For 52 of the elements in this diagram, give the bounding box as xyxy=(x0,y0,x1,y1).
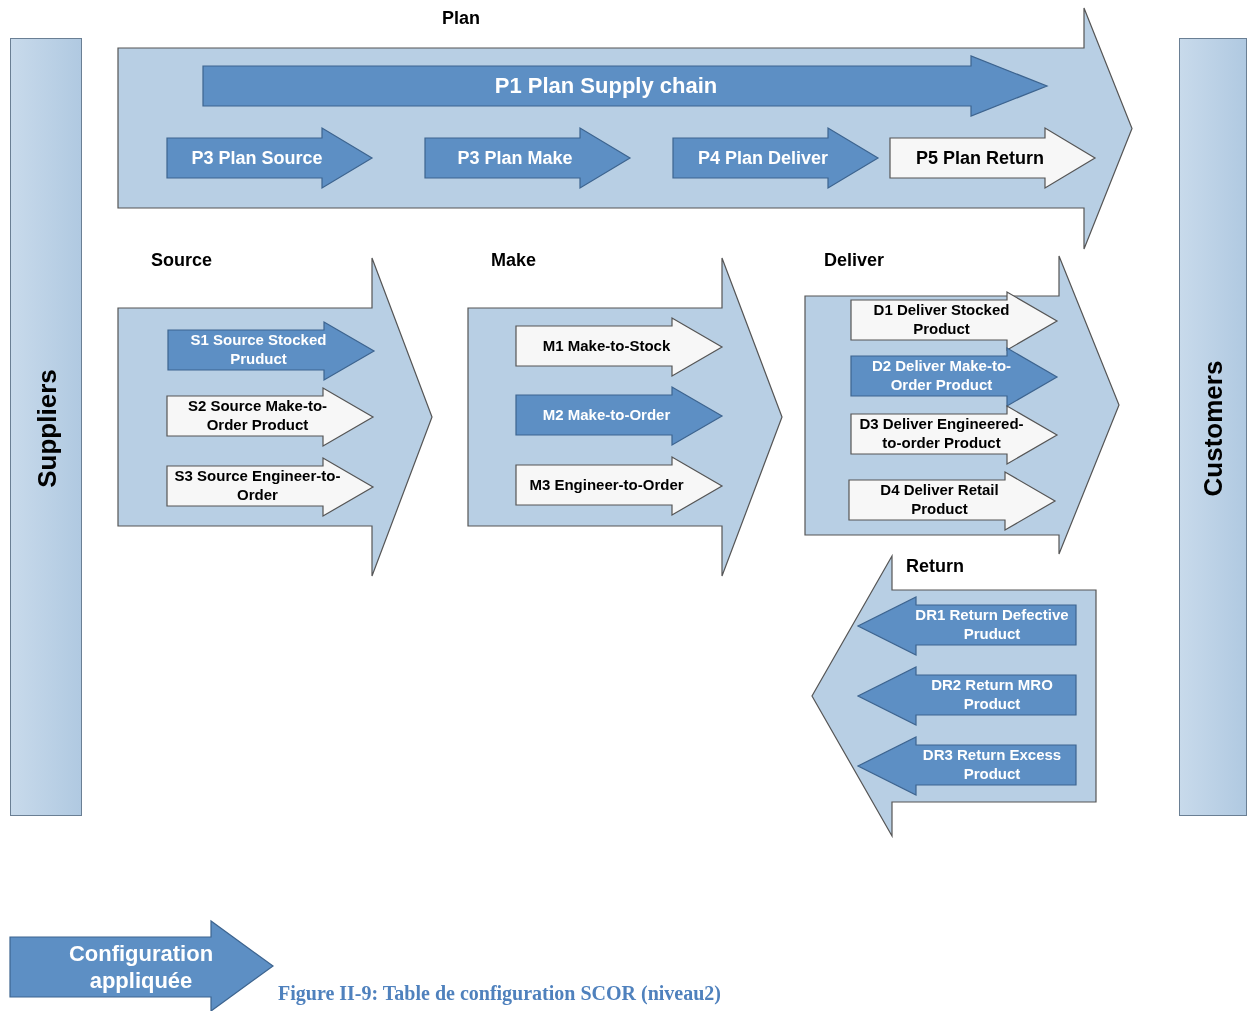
stage-heading: Deliver xyxy=(824,250,885,271)
stage-heading: Source xyxy=(151,250,213,271)
stage-band xyxy=(118,250,432,578)
process-step xyxy=(858,597,1076,655)
process-step xyxy=(168,322,374,380)
stage-heading: Plan xyxy=(442,8,480,29)
process-step xyxy=(673,128,878,188)
process-step xyxy=(167,128,372,188)
arrow-label: P3 Plan Source xyxy=(190,146,324,170)
stage-heading: Return xyxy=(906,556,964,577)
arrow-label: D2 Deliver Make-to-Order Product xyxy=(870,356,1013,395)
process-step xyxy=(858,667,1076,725)
arrow-label: S3 Source Engineer-to-Order xyxy=(173,466,342,505)
process-step xyxy=(890,128,1095,188)
arrow-label: M2 Make-to-Order xyxy=(541,404,672,425)
arrow-label: P1 Plan Supply chain xyxy=(493,72,719,101)
arrow-label: D1 Deliver Stocked Product xyxy=(872,300,1011,339)
legend-text: Configuration appliquée xyxy=(67,939,215,995)
arrow-label: M1 Make-to-Stock xyxy=(541,335,672,356)
stage-band xyxy=(468,250,782,578)
process-step xyxy=(851,292,1057,350)
arrow-label: D4 Deliver Retail Product xyxy=(879,480,1000,519)
bar-label: Suppliers xyxy=(31,368,63,488)
process-step xyxy=(851,406,1057,464)
stage-band xyxy=(118,8,1132,249)
process-step xyxy=(849,472,1055,530)
arrow-label: S2 Source Make-to-Order Product xyxy=(186,396,329,435)
side-bar xyxy=(10,38,82,816)
bar-label: Customers xyxy=(1198,360,1230,496)
process-step xyxy=(167,458,373,516)
arrow-label: DR1 Return Defective Pruduct xyxy=(914,605,1070,644)
arrow-label: DR2 Return MRO Product xyxy=(930,675,1054,714)
stage-band xyxy=(812,556,1096,836)
process-step xyxy=(167,388,373,446)
stage-band xyxy=(805,250,1119,554)
process-step xyxy=(858,737,1076,795)
process-step xyxy=(203,56,1047,116)
side-bar xyxy=(1179,38,1247,816)
process-step xyxy=(851,348,1057,406)
arrow-label: D3 Deliver Engineered-to-order Product xyxy=(858,414,1025,453)
arrow-label: M3 Engineer-to-Order xyxy=(528,474,685,495)
process-step xyxy=(516,318,722,376)
process-step xyxy=(425,128,630,188)
arrow-label: P3 Plan Make xyxy=(456,146,574,170)
process-step xyxy=(516,457,722,515)
stage-heading: Make xyxy=(491,250,537,271)
arrow-label: S1 Source Stocked Pruduct xyxy=(189,330,328,369)
arrow-label: DR3 Return Excess Product xyxy=(921,745,1063,784)
arrow-label: P4 Plan Deliver xyxy=(696,146,830,170)
process-step xyxy=(516,387,722,445)
arrow-label: P5 Plan Return xyxy=(915,146,1045,170)
caption: Figure II-9: Table de configuration SCOR (niveau2) xyxy=(278,982,721,1005)
